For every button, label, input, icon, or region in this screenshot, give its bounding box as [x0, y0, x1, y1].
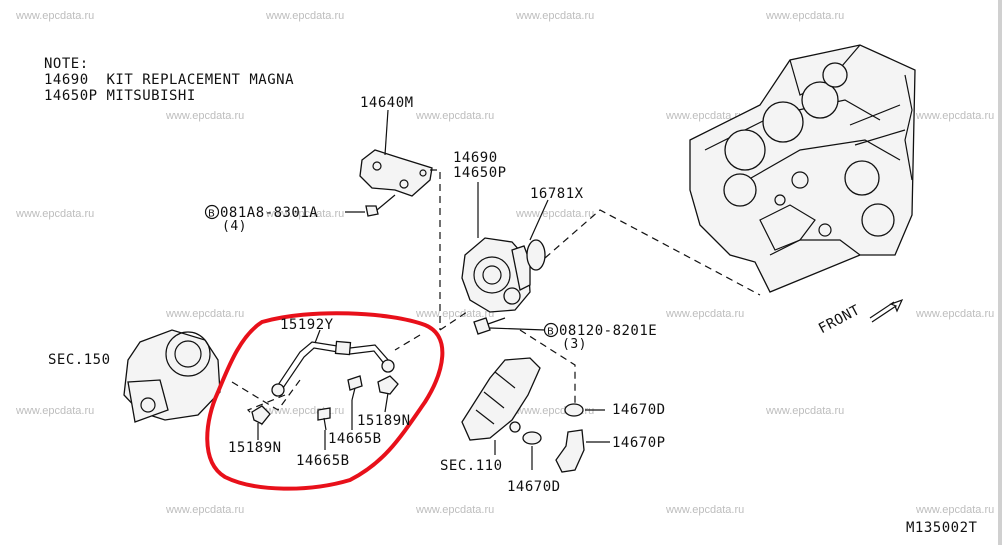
bolt-081a8 — [365, 194, 396, 217]
watermark: www.epcdata.ru — [666, 504, 745, 516]
circled-b-icon — [204, 204, 220, 220]
watermark: www.epcdata.ru — [166, 308, 245, 320]
watermark: www.epcdata.ru — [916, 308, 995, 320]
label-14670d-a: 14670D — [612, 402, 666, 418]
watermark: www.epcdata.ru — [166, 504, 245, 516]
clamp-15189n-b — [377, 375, 399, 395]
label-14640m: 14640M — [360, 95, 414, 111]
engine-block — [689, 44, 916, 293]
watermark: www.epcdata.ru — [516, 10, 595, 22]
watermark: www.epcdata.ru — [266, 208, 345, 220]
watermark: www.epcdata.ru — [16, 10, 95, 22]
clamp-15189n-a — [251, 405, 271, 425]
clip-14670d-b — [522, 431, 542, 445]
label-14665b-a: 14665B — [328, 431, 382, 447]
watermark: www.epcdata.ru — [416, 504, 495, 516]
svg-text:B: B — [547, 327, 554, 338]
window-edge — [998, 0, 1002, 545]
note-line-2: 14650P MITSUBISHI — [44, 88, 196, 104]
label-14670d-b: 14670D — [507, 479, 561, 495]
label-14665b-b: 14665B — [296, 453, 350, 469]
watermark: www.epcdata.ru — [766, 10, 845, 22]
clip-14670d-a — [564, 403, 584, 417]
o-ring-16781x — [526, 239, 546, 271]
watermark: www.epcdata.ru — [416, 110, 495, 122]
label-bolt-081a8-qty: (4) — [222, 219, 247, 234]
bolt-14665b-a — [347, 375, 363, 401]
label-15192y: 15192Y — [280, 317, 334, 333]
note-line-1: 14690 KIT REPLACEMENT MAGNA — [44, 72, 295, 88]
watermark: www.epcdata.ru — [516, 208, 595, 220]
watermark: www.epcdata.ru — [16, 405, 95, 417]
circled-b-icon — [543, 322, 559, 338]
watermark: www.epcdata.ru — [166, 110, 245, 122]
svg-text:B: B — [208, 209, 215, 220]
label-bolt-08120: 08120-8201E — [559, 323, 658, 339]
intake-manifold — [461, 357, 541, 441]
watermark: www.epcdata.ru — [666, 308, 745, 320]
label-bolt-08120-qty: (3) — [562, 337, 587, 352]
label-14670p: 14670P — [612, 435, 666, 451]
bolt-08120 — [473, 317, 506, 335]
label-sec110: SEC.110 — [440, 458, 503, 474]
watermark: www.epcdata.ru — [766, 405, 845, 417]
hose-14670p — [555, 429, 585, 473]
label-16781x: 16781X — [530, 186, 584, 202]
front-arrow-icon — [869, 298, 904, 323]
vacuum-pump — [461, 237, 531, 313]
bolt-14665b-b — [317, 407, 331, 431]
note-title: NOTE: — [44, 56, 89, 72]
diagram-id: M135002T — [906, 520, 978, 536]
watermark: www.epcdata.ru — [666, 110, 745, 122]
watermark: www.epcdata.ru — [16, 208, 95, 220]
label-bolt-081a8: 081A8-8301A — [220, 205, 319, 221]
note-block: NOTE: 14690 KIT REPLACEMENT MAGNA 14650P… — [44, 56, 294, 104]
watermark: www.epcdata.ru — [916, 110, 995, 122]
watermark: www.epcdata.ru — [916, 504, 995, 516]
red-highlight-loop — [205, 311, 445, 491]
brake-booster — [123, 329, 221, 423]
watermark: www.epcdata.ru — [266, 10, 345, 22]
label-sec150: SEC.150 — [48, 352, 111, 368]
watermark: www.epcdata.ru — [416, 308, 495, 320]
label-15189n-a: 15189N — [228, 440, 282, 456]
bracket-14640m — [359, 149, 433, 197]
label-14690: 14690 — [453, 150, 498, 166]
label-14650p: 14650P — [453, 165, 507, 181]
hose-15192y — [271, 340, 395, 397]
label-15189n-b: 15189N — [357, 413, 411, 429]
